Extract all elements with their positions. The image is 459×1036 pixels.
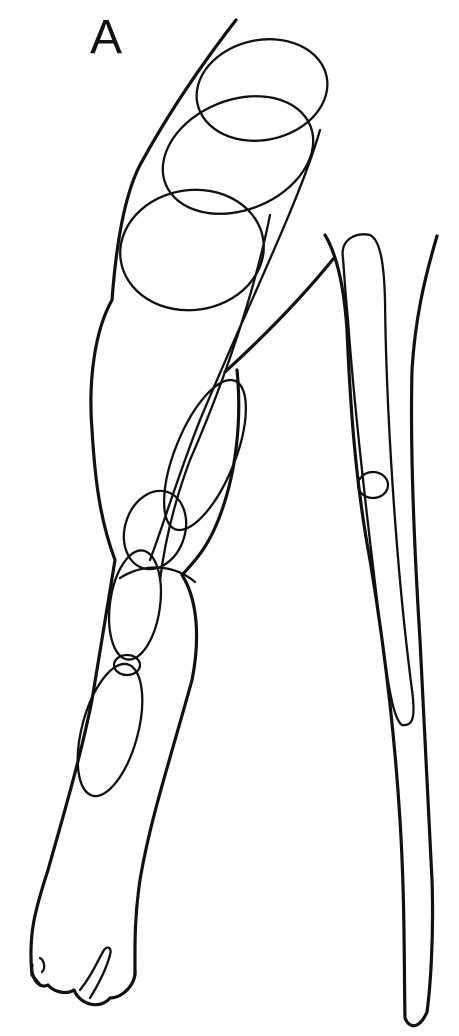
hip-oval-middle: [145, 75, 331, 235]
big-toe-outline: [80, 948, 111, 998]
toe-curl: [40, 958, 44, 972]
front-leg-inner-contour: [135, 370, 239, 975]
side-leg-long-oval: [343, 234, 414, 725]
side-leg-view: [325, 234, 437, 1025]
front-leg-outer-contour: [31, 20, 236, 985]
front-leg-view: [31, 20, 337, 1005]
groin-line: [225, 258, 334, 372]
hip-oval-top: [187, 27, 337, 152]
thigh-oval-upper: [112, 181, 271, 320]
side-leg-back-contour: [412, 236, 437, 1012]
knee-oval-upper: [147, 370, 263, 541]
shin-oval-lower: [65, 657, 154, 803]
